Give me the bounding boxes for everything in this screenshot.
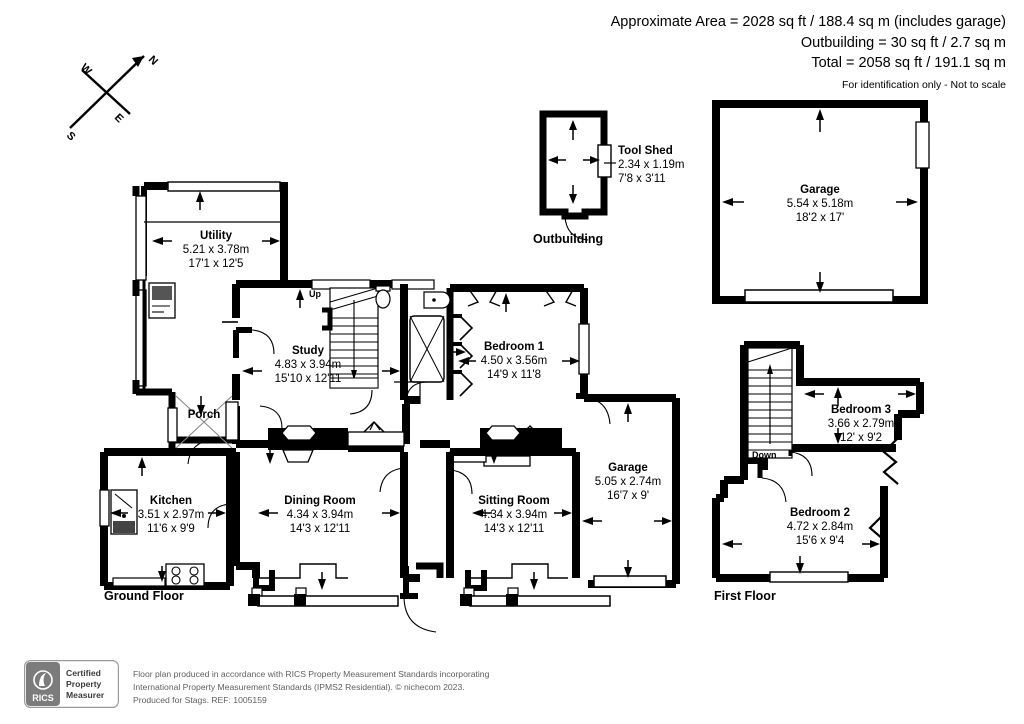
stairs-down-label: Down — [752, 450, 777, 460]
porch-structure — [167, 392, 239, 465]
room-label-dining-room: Dining Room 4.34 x 3.94m 14'3 x 12'11 — [284, 495, 356, 536]
kitchen-sink-icon — [110, 489, 138, 535]
kitchen-hob-icon — [165, 563, 205, 587]
room-label-porch: Porch — [187, 409, 221, 421]
ground-floor-staircase-icon — [322, 287, 379, 389]
room-label-study: Study 4.83 x 3.94m 15'10 x 12'11 — [274, 345, 342, 386]
credit-block: Floor plan produced in accordance with R… — [133, 660, 489, 707]
wc-fixture-icon — [375, 285, 391, 309]
room-label-utility: Utility 5.21 x 3.78m 17'1 x 12'5 — [182, 230, 250, 271]
outbuilding-area-line: Outbuilding = 30 sq ft / 2.7 sq m — [800, 34, 1006, 51]
room-label-integral-garage: Garage 5.05 x 2.74m 16'7 x 9' — [594, 462, 662, 503]
first-floor-structure — [712, 341, 924, 583]
ground-floor-title: Ground Floor — [104, 589, 184, 603]
room-label-bedroom-1: Bedroom 1 4.50 x 3.56m 14'9 x 11'8 — [480, 341, 548, 382]
area-summary: Approximate Area = 2028 sq ft / 188.4 sq… — [611, 12, 1006, 93]
first-floor-title: First Floor — [714, 589, 776, 603]
dining-fireplace-icon — [268, 420, 405, 463]
badge-line-1: Certified — [66, 668, 101, 678]
room-label-detached-garage: Garage 5.54 x 5.18m 18'2 x 17' — [786, 184, 854, 225]
credit-line-2: International Property Measurement Stand… — [133, 682, 465, 693]
disclaimer-text: For identification only - Not to scale — [842, 78, 1006, 91]
room-label-sitting-room: Sitting Room 4.34 x 3.94m 14'3 x 12'11 — [478, 495, 550, 536]
stairs-up-label: Up — [309, 289, 321, 299]
first-floor-staircase-icon — [747, 347, 793, 459]
room-label-bedroom-3: Bedroom 3 3.66 x 2.79m 12' x 9'2 — [827, 404, 895, 445]
compass-rose-icon: N S W E — [64, 54, 160, 140]
sitting-fireplace-icon — [449, 424, 562, 467]
rics-certified-badge: RICS Certified Property Measurer — [24, 660, 119, 708]
credit-line-3: Produced for Stags. REF: 1005159 — [133, 695, 267, 706]
credit-line-1: Floor plan produced in accordance with R… — [133, 669, 490, 679]
approximate-area-line: Approximate Area = 2028 sq ft / 188.4 sq… — [610, 14, 1006, 30]
ground-floor-structure — [99, 181, 680, 633]
footer: RICS Certified Property Measurer Floor p… — [24, 660, 489, 708]
room-label-bedroom-2: Bedroom 2 4.72 x 2.84m 15'6 x 9'4 — [786, 507, 854, 548]
outbuilding-title: Outbuilding — [533, 232, 604, 246]
compass-s-label: S — [64, 130, 78, 140]
badge-line-3: Measurer — [66, 690, 105, 700]
bath-fixture-icon — [409, 315, 445, 383]
room-label-tool-shed: Tool Shed 2.34 x 1.19m 7'8 x 3'11 — [618, 145, 685, 186]
room-label-kitchen: Kitchen 3.51 x 2.97m 11'6 x 9'9 — [137, 495, 205, 536]
detached-garage-structure — [712, 100, 930, 304]
rics-wordmark: RICS — [32, 693, 54, 703]
outbuilding-structure — [539, 110, 616, 241]
basin-fixture-icon — [423, 291, 451, 309]
total-area-line: Total = 2058 sq ft / 191.1 sq m — [811, 55, 1006, 72]
badge-line-2: Property — [66, 679, 102, 689]
